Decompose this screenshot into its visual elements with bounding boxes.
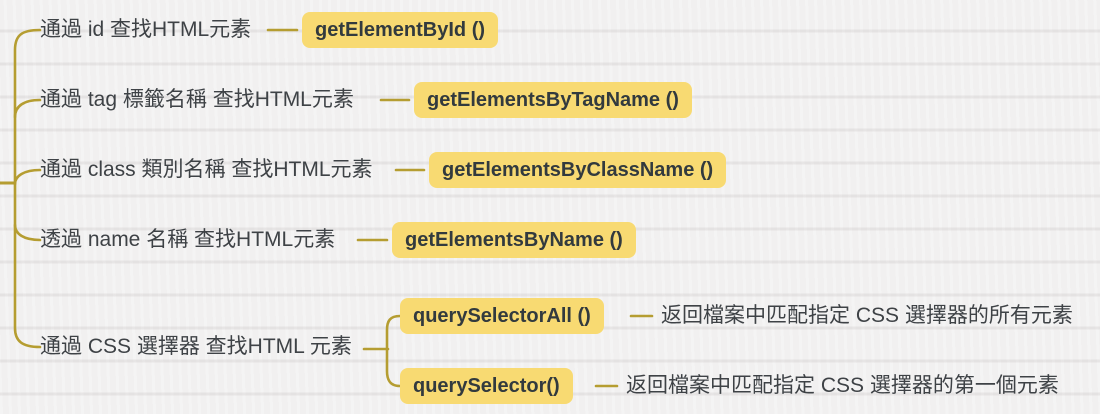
- node-find-by-name-label[interactable]: 透過 name 名稱 查找HTML元素: [40, 228, 336, 251]
- method-node-queryselector[interactable]: querySelector(): [400, 368, 573, 404]
- node-find-by-class-label[interactable]: 通過 class 類別名稱 查找HTML元素: [40, 158, 373, 181]
- node-find-by-id-label[interactable]: 通過 id 查找HTML元素: [40, 18, 252, 41]
- node-find-by-tag-label[interactable]: 通過 tag 標籤名稱 查找HTML元素: [40, 88, 354, 111]
- method-node-getelementsbyname[interactable]: getElementsByName (): [392, 222, 636, 258]
- node-queryselectorall-description[interactable]: 返回檔案中匹配指定 CSS 選擇器的所有元素: [661, 304, 1073, 327]
- method-node-getelementsbytagname[interactable]: getElementsByTagName (): [414, 82, 692, 118]
- method-node-queryselectorall[interactable]: querySelectorAll (): [400, 298, 604, 334]
- node-find-by-css-selector-label[interactable]: 通過 CSS 選擇器 查找HTML 元素: [40, 335, 352, 358]
- method-node-getelementbyid[interactable]: getElementById (): [302, 12, 499, 48]
- method-node-getelementsbyclassname[interactable]: getElementsByClassName (): [429, 152, 727, 188]
- node-queryselector-description[interactable]: 返回檔案中匹配指定 CSS 選擇器的第一個元素: [626, 374, 1059, 397]
